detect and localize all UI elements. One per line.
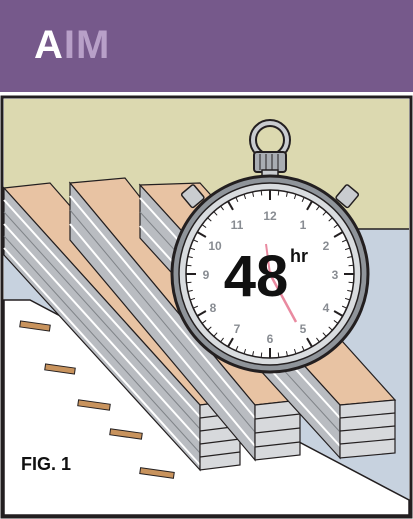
- dial-number: 7: [234, 322, 241, 336]
- timer-value: 48: [224, 244, 289, 309]
- dial-number: 1: [300, 218, 307, 232]
- figure-label: FIG. 1: [21, 454, 71, 475]
- dial-number: 6: [267, 332, 274, 346]
- dial-tick: [349, 282, 354, 283]
- dial-number: 2: [323, 239, 330, 253]
- dial-number: 3: [332, 268, 339, 282]
- dial-tick: [261, 353, 262, 358]
- dial-tick: [349, 265, 354, 266]
- dial-number: 11: [231, 218, 244, 232]
- dial-tick: [186, 265, 191, 266]
- dial-number: 8: [210, 301, 217, 315]
- dial-number: 12: [263, 209, 277, 223]
- dial-number: 9: [203, 268, 210, 282]
- dial-tick: [278, 353, 279, 358]
- dial-number: 5: [300, 322, 307, 336]
- dial-number: 4: [323, 301, 330, 315]
- brand-logo: AIM: [34, 23, 110, 67]
- header-banner: AIM: [0, 0, 413, 92]
- dial-number: 10: [208, 239, 222, 253]
- dial-tick: [261, 190, 262, 195]
- dial-tick: [186, 282, 191, 283]
- dial-tick: [278, 190, 279, 195]
- timer-unit: hr: [290, 246, 308, 266]
